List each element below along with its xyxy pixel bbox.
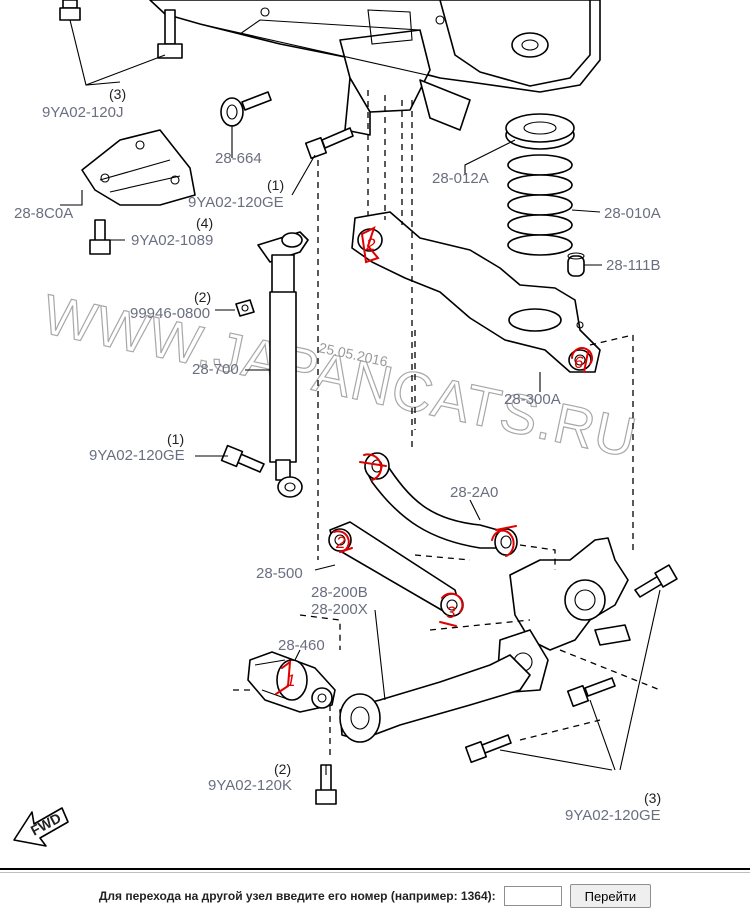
label-28-012a: 28-012A	[432, 170, 489, 187]
spring-seat-28-012a	[505, 113, 575, 150]
bolt-9ya02-120j-b	[157, 9, 183, 59]
qty-9ya02-1089: (4)	[196, 215, 213, 231]
node-navigation-prompt: Для перехода на другой узел введите его …	[98, 889, 496, 903]
bump-stop-28-111b	[567, 252, 585, 277]
label-9ya02-120ge-shock: 9YA02-120GE	[89, 447, 185, 464]
qty-9ya02-120k: (2)	[274, 761, 291, 777]
lateral-link-28-500	[328, 521, 464, 617]
annotation-2-lower: 2	[335, 533, 346, 552]
label-28-010a: 28-010A	[604, 205, 661, 222]
annotation-6: 6	[574, 353, 584, 372]
annotation-2-upper: 2	[365, 235, 376, 254]
qty-9ya02-120ge-knuckle: (3)	[644, 790, 661, 806]
footer-separator-shadow	[0, 872, 750, 873]
bolt-28-664	[220, 91, 272, 127]
qty-99946-0800: (2)	[194, 289, 211, 305]
label-9ya02-1089: 9YA02-1089	[131, 232, 213, 249]
red-annotations: 2 6 2 3 1	[275, 226, 593, 695]
label-28-500: 28-500	[256, 565, 303, 582]
annotation-3: 3	[446, 603, 456, 622]
crossmember	[149, 0, 601, 136]
qty-9ya02-120ge-shock: (1)	[167, 431, 184, 447]
label-28-460: 28-460	[278, 637, 325, 654]
bushing-28-460	[247, 651, 336, 713]
label-28-8c0a: 28-8C0A	[14, 205, 73, 222]
bolt-9ya02-120k	[315, 764, 337, 805]
coil-spring-28-010a	[507, 154, 573, 256]
label-28-200x: 28-200X	[311, 601, 368, 618]
bolt-9ya02-120ge-knuckle-b	[566, 677, 616, 708]
fwd-arrow-icon: FWD	[13, 807, 69, 847]
bolt-9ya02-1089	[89, 219, 111, 255]
spring-seat-hole	[511, 32, 549, 58]
label-9ya02-120k: 9YA02-120K	[208, 777, 292, 794]
bolt-9ya02-120ge-knuckle-c	[464, 734, 512, 764]
label-28-2a0: 28-2A0	[450, 484, 498, 501]
label-28-700: 28-700	[192, 361, 239, 378]
label-99946-0800: 99946-0800	[130, 305, 210, 322]
trailing-arm-28-200b	[339, 654, 531, 743]
qty-9ya02-120j: (3)	[109, 86, 126, 102]
footer-separator	[0, 868, 750, 870]
upper-arm-28-2a0	[364, 452, 518, 556]
label-28-664: 28-664	[215, 150, 262, 167]
leader-lines	[60, 19, 661, 775]
bolt-9ya02-120ge-upper	[304, 127, 354, 160]
label-9ya02-120j: 9YA02-120J	[42, 104, 123, 121]
go-button[interactable]: Перейти	[569, 884, 652, 908]
bolt-9ya02-120ge-knuckle-a	[634, 564, 678, 598]
label-28-200b: 28-200B	[311, 584, 368, 601]
nut-99946-0800	[235, 299, 255, 317]
qty-9ya02-120ge-upper: (1)	[267, 177, 284, 193]
label-28-111b: 28-111B	[606, 257, 661, 274]
node-navigation-bar: Для перехода на другой узел введите его …	[0, 882, 750, 910]
annotation-1: 1	[286, 671, 295, 690]
label-28-300a: 28-300A	[504, 391, 561, 408]
shock-absorber-28-700	[257, 231, 309, 498]
bracket-28-8c0a	[81, 129, 196, 206]
bolt-9ya02-120j-a	[59, 0, 81, 21]
label-9ya02-120ge-upper: 9YA02-120GE	[188, 194, 284, 211]
label-9ya02-120ge-knuckle: 9YA02-120GE	[565, 807, 661, 824]
assembly-dashed-lines	[230, 90, 661, 760]
node-number-input[interactable]	[503, 886, 562, 906]
rear-suspension-diagram: WWW.JAPANCATS.RU 25.05.2016	[13, 0, 678, 847]
bolt-9ya02-120ge-shock	[220, 444, 265, 473]
lower-arm-28-300a	[351, 211, 601, 373]
